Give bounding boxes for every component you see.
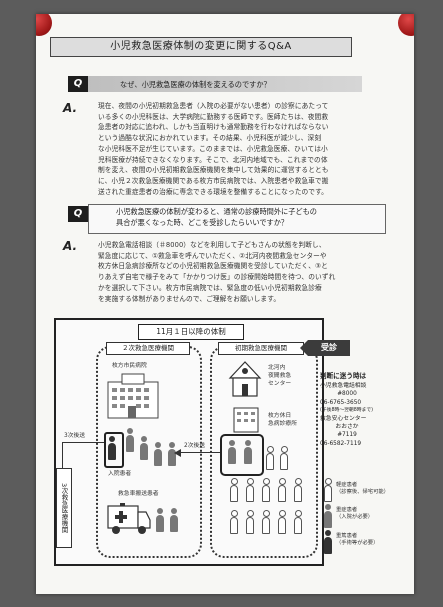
patient-medium-icon xyxy=(126,428,134,452)
center-name: 救急安心センター xyxy=(320,416,367,423)
patient-light-icon xyxy=(230,510,238,534)
patient-light-icon xyxy=(294,510,302,534)
secondary-transfer-label: 2次後送 xyxy=(184,443,206,449)
patient-light-icon xyxy=(246,510,254,534)
question-1-text: なぜ、小児救急医療の体制を変えるのですか？ xyxy=(120,80,271,89)
legend-dark-icon xyxy=(324,530,332,554)
legend-medium-icon xyxy=(324,504,332,528)
patient-light-icon xyxy=(280,446,288,470)
patient-medium-icon xyxy=(244,440,252,464)
patient-medium-icon xyxy=(156,508,164,532)
question-mark-1: Q xyxy=(68,76,88,92)
magnet-left xyxy=(36,14,52,36)
patient-medium-icon xyxy=(170,508,178,532)
secondary-transfer-arrow xyxy=(180,452,220,453)
phone-1-note: (午後8時〜翌朝8時まで) xyxy=(320,407,374,413)
inpatient-highlight xyxy=(104,432,124,468)
patient-severe-icon xyxy=(108,436,116,460)
hospital-name: 枚方市民病院 xyxy=(112,363,147,369)
arrow-head-left-icon xyxy=(174,449,181,457)
patient-light-icon xyxy=(262,510,270,534)
tertiary-transfer-arrow xyxy=(62,442,104,443)
ambulance-icon xyxy=(107,503,151,534)
patient-light-icon xyxy=(278,478,286,502)
patient-medium-icon xyxy=(154,442,162,466)
answer-2-text: 小児救急電話相談（＃8000）などを利用して子どもさんの状態を判断し、 緊急度に… xyxy=(98,241,336,303)
patient-light-icon xyxy=(294,478,302,502)
answer-mark-2: A. xyxy=(62,239,78,253)
answer-mark-1: A. xyxy=(62,101,78,115)
legend-light-icon xyxy=(324,478,332,502)
patient-light-icon xyxy=(262,478,270,502)
patient-light-icon xyxy=(278,510,286,534)
night-center-building-icon xyxy=(228,361,262,397)
tertiary-transfer-arrow-down xyxy=(62,442,63,468)
night-center-name: 北河内 夜間救急 センター xyxy=(268,365,292,387)
patient-light-icon xyxy=(246,478,254,502)
primary-label: 初期救急医療機関 xyxy=(218,342,304,355)
patient-light-icon xyxy=(266,446,274,470)
holiday-clinic-building-icon xyxy=(233,407,259,433)
ambulance-label: 救急車搬送患者 xyxy=(118,491,159,497)
diagram-title: 11月１日以降の体制 xyxy=(138,324,244,340)
patient-light-icon xyxy=(230,478,238,502)
consult-info-panel: 判断に迷う時は 小児救急電話相談 #8000 06-6765-3650 (午後8… xyxy=(320,372,374,448)
answer-1-text: 現在、夜間の小児初期救急患者（入院の必要がない患者）の診察にあたって いる多くの… xyxy=(98,102,329,196)
center-name-2: おおさか xyxy=(335,424,359,431)
legend-light: 軽症患者（診察後、帰宅可能） xyxy=(336,482,389,495)
page-title: 小児救急医療体制の変更に関するQ&A xyxy=(50,37,352,57)
question-bar-1 xyxy=(72,76,362,92)
question-mark-2: Q xyxy=(68,206,88,222)
legend-medium: 重症患者（入院が必要） xyxy=(336,507,374,520)
question-box-2 xyxy=(88,204,386,234)
center-number: #7119 xyxy=(337,432,357,439)
phone-consult-number: #8000 xyxy=(337,391,357,398)
hospital-building-icon xyxy=(107,373,159,419)
patient-medium-icon xyxy=(228,440,236,464)
secondary-label: ２次救急医療機関 xyxy=(106,342,190,355)
care-system-diagram: 11月１日以降の体制 ２次救急医療機関 初期救急医療機関 枚方市民病院 北河内 … xyxy=(54,318,324,566)
holiday-clinic-name: 枚方休日 急病診療所 xyxy=(268,413,297,427)
tertiary-transfer-label: 3次後送 xyxy=(64,433,86,439)
inpatient-label: 入院患者 xyxy=(108,471,132,477)
primary-highlight xyxy=(220,434,264,476)
tertiary-institution-label: 3次救急医療機関 xyxy=(56,468,72,548)
legend-dark: 重篤患者（手術等が必要） xyxy=(336,533,379,546)
phone-consult-name: 小児救急電話相談 xyxy=(320,383,367,390)
patient-medium-icon xyxy=(168,442,176,466)
side-heading: 判断に迷う時は xyxy=(320,372,367,380)
question-2-text: 小児救急医療の体制が変わると、通常の診療時間外に子どもの 具合が悪くなった時、ど… xyxy=(116,207,317,227)
magnet-right xyxy=(398,14,414,36)
patient-medium-icon xyxy=(140,436,148,460)
consult-tag: 受診 xyxy=(300,340,350,356)
phone-1: 06-6765-3650 xyxy=(320,399,362,406)
phone-2: 06-6582-7119 xyxy=(320,440,362,447)
